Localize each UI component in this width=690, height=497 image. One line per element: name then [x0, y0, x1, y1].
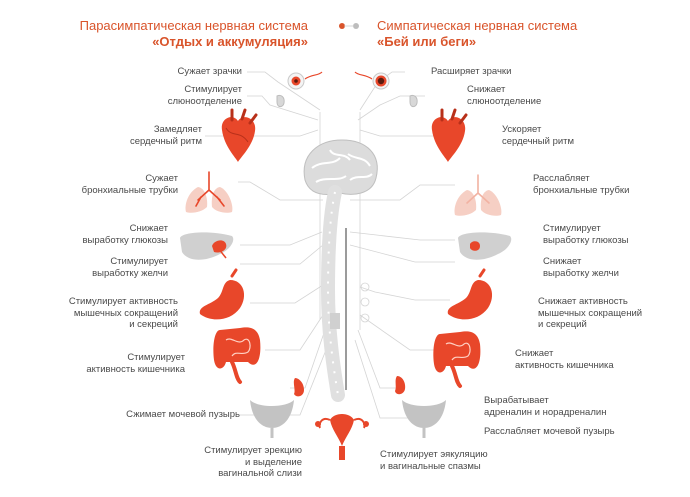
label-right-bladder: Расслабляет мочевой пузырь — [484, 426, 615, 437]
parasympathetic-title: Парасимпатическая нервная система — [79, 18, 308, 33]
parasympathetic-header: Парасимпатическая нервная система «Отдых… — [80, 18, 308, 50]
eye-icon-right — [354, 71, 390, 90]
kidney-icon-right — [395, 376, 406, 395]
intestine-icon-right — [433, 331, 481, 388]
sympathetic-subtitle: «Бей или беги» — [377, 34, 477, 49]
header-dots — [339, 23, 359, 29]
stomach-icon-right — [447, 268, 493, 320]
label-left-pupils: Сужает зрачки — [177, 66, 242, 77]
salivary-gland-icon-right — [409, 94, 418, 108]
sympathetic-title: Симпатическая нервная система — [377, 18, 578, 33]
eye-icon-left — [287, 71, 323, 90]
heart-icon-left — [221, 108, 258, 162]
bladder-icon-right — [402, 400, 446, 438]
intestine-icon-left — [213, 327, 261, 384]
liver-icon-right — [458, 232, 512, 260]
reproductive-organ-icon — [315, 414, 369, 460]
stomach-icon-left — [199, 268, 245, 320]
kidney-icon-left — [293, 378, 304, 397]
label-left-bladder: Сжимает мочевой пузырь — [126, 409, 240, 420]
bladder-icon-left — [250, 400, 294, 438]
liver-icon-left — [180, 232, 234, 260]
spinal-cord-icon — [320, 185, 347, 402]
parasympathetic-subtitle: «Отдых и аккумуляция» — [152, 34, 308, 49]
lungs-icon-right — [454, 174, 502, 216]
salivary-gland-icon-left — [276, 94, 285, 108]
lungs-icon-left — [185, 171, 233, 213]
heart-icon-right — [431, 108, 468, 162]
sympathetic-header: Симпатическая нервная система «Бей или б… — [377, 18, 577, 50]
label-right-pupils: Расширяет зрачки — [431, 66, 512, 77]
brain-icon — [303, 139, 378, 195]
